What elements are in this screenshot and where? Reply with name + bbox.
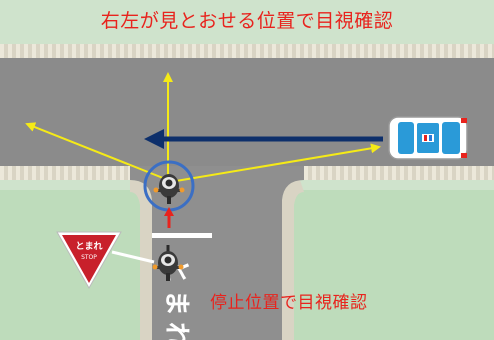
stop-sign-text-jp: とまれ — [75, 241, 102, 252]
cyclist-at-stop-line-icon — [152, 245, 184, 281]
bottom-caption: 停止位置で目視確認 — [210, 293, 368, 313]
vehicle-direction-arrowhead — [144, 129, 164, 149]
stop-sign: とまれ STOP — [56, 231, 155, 290]
upper-curb — [0, 44, 494, 58]
stop-sign-pole — [111, 250, 155, 264]
sight-line-right — [169, 143, 381, 183]
side-road-corner-right — [282, 166, 304, 200]
patrol-car-icon — [388, 116, 468, 160]
approach-arrowhead — [164, 207, 174, 216]
top-caption: 右左が見とおせる位置で目視確認 — [100, 10, 394, 32]
cyclist-at-check-position-icon — [153, 174, 185, 204]
stop-sign-face — [62, 235, 116, 283]
side-road-right-curb — [282, 180, 304, 340]
lower-curb-right — [284, 166, 494, 180]
sight-line-left — [25, 122, 169, 181]
stop-sign-text-en: STOP — [81, 254, 97, 261]
side-road — [152, 166, 282, 340]
grass-lower-right — [285, 190, 494, 340]
stop-line — [152, 233, 212, 238]
lower-curb-left — [0, 166, 152, 180]
